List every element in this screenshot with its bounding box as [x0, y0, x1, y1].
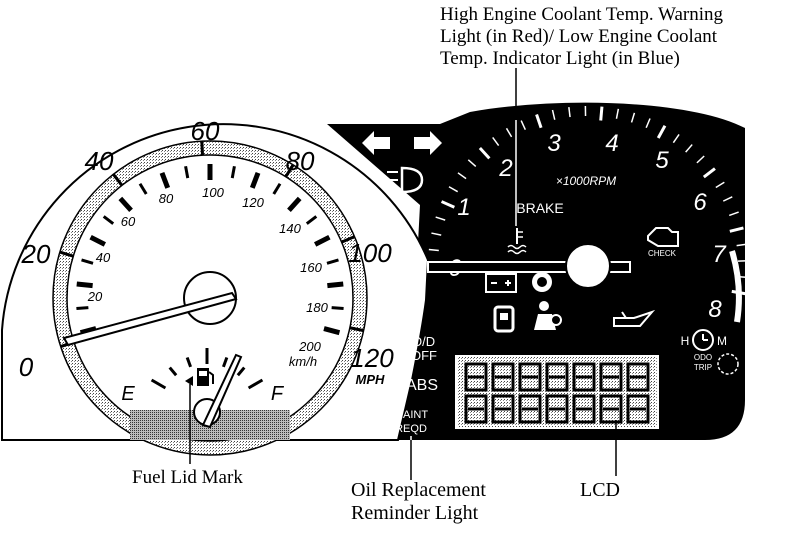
callout-oil-line2: Reminder Light: [351, 502, 479, 524]
kmh-label-160: 160: [300, 260, 322, 275]
mph-unit-label: MPH: [356, 372, 386, 387]
dd-off-label-bottom: OFF: [411, 348, 437, 363]
kmh-label-120: 120: [242, 195, 264, 210]
callout-lcd: LCD: [580, 479, 620, 501]
fuel-full-label: F: [271, 383, 285, 405]
callout-fuel-lid: Fuel Lid Mark: [132, 467, 243, 488]
callout-oil-line1: Oil Replacement: [351, 479, 486, 501]
kmh-unit-label: km/h: [289, 354, 317, 369]
callout-coolant-line3: Temp. Indicator Light (in Blue): [440, 48, 680, 69]
tach-label-1: 1: [457, 194, 470, 221]
mph-label-20: 20: [21, 239, 51, 269]
tach-tick: [429, 249, 439, 250]
tach-label-6: 6: [693, 189, 707, 216]
tach-label-8: 8: [708, 296, 722, 323]
fuel-empty-label: E: [121, 383, 135, 405]
kmh-tick: [77, 284, 93, 286]
tach-label-5: 5: [655, 147, 669, 174]
clock-minute-label: M: [717, 334, 727, 348]
tach-tick: [601, 107, 602, 121]
kmh-tick: [76, 308, 88, 309]
abs-warning-label: ABS: [406, 377, 438, 394]
kmh-label-40: 40: [96, 250, 111, 265]
mph-label-60: 60: [191, 116, 220, 146]
tach-label-3: 3: [547, 130, 561, 157]
tach-label-7: 7: [712, 241, 727, 268]
mph-label-80: 80: [286, 146, 315, 176]
kmh-label-20: 20: [87, 289, 103, 304]
kmh-tick: [327, 284, 343, 286]
tach-unit-label: ×1000RPM: [556, 174, 616, 188]
kmh-label-140: 140: [279, 221, 301, 236]
mph-label-0: 0: [19, 352, 34, 382]
mph-label-120: 120: [350, 343, 394, 373]
mph-label-40: 40: [85, 146, 114, 176]
kmh-label-80: 80: [159, 191, 174, 206]
lcd-display: [456, 356, 658, 428]
seatbelt-icon: [532, 272, 552, 292]
maint-reqd-label-top: MAINT: [394, 409, 429, 421]
tach-label-2: 2: [498, 155, 512, 182]
callout-coolant-line1: High Engine Coolant Temp. Warning: [440, 4, 723, 25]
trip-label: TRIP: [694, 363, 712, 372]
kmh-label-60: 60: [121, 214, 136, 229]
odo-label: ODO: [694, 353, 712, 362]
clock-hour-label: H: [681, 334, 690, 348]
mph-label-100: 100: [348, 238, 392, 268]
check-engine-label: CHECK: [648, 249, 677, 258]
brake-warning-label: BRAKE: [516, 200, 563, 216]
kmh-label-100: 100: [202, 185, 224, 200]
kmh-tick: [332, 308, 344, 309]
dd-off-label-top: D/D: [413, 334, 435, 349]
kmh-label-180: 180: [306, 300, 328, 315]
kmh-label-200: 200: [298, 339, 321, 354]
tachometer-hub: [566, 244, 610, 288]
maint-reqd-label-bottom: REQD: [395, 423, 427, 435]
tach-label-4: 4: [605, 130, 618, 157]
callout-coolant-line2: Light (in Red)/ Low Engine Coolant: [440, 26, 718, 47]
